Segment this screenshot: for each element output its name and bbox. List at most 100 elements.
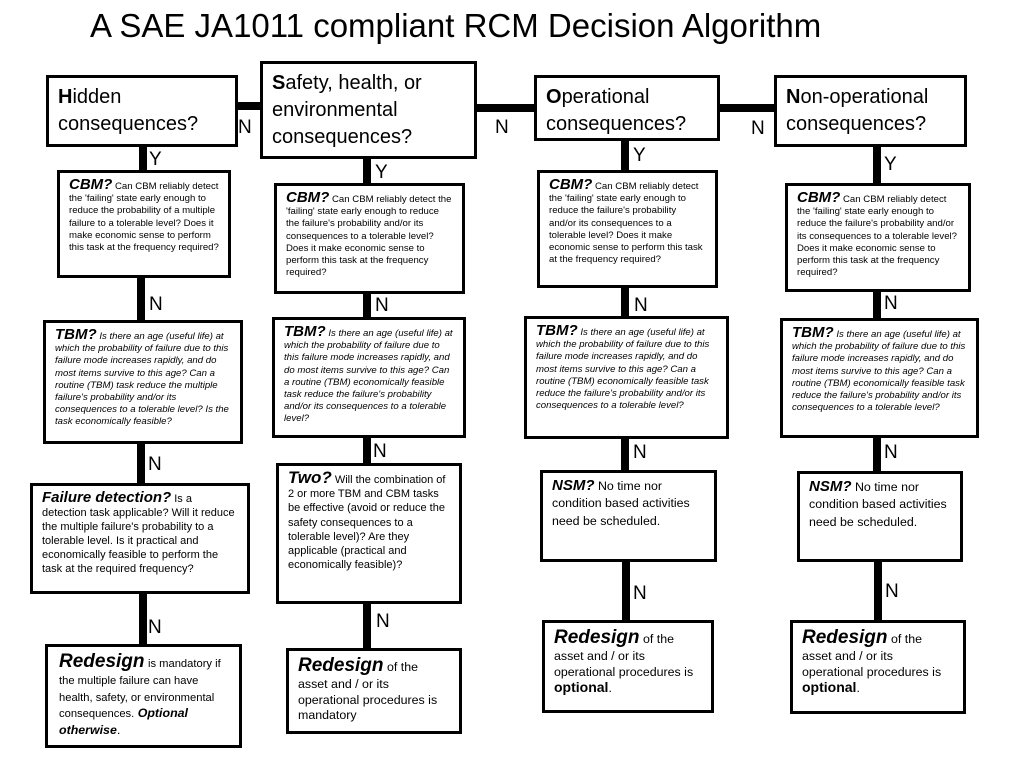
label-n-operational-tbm: N [633, 442, 647, 463]
label-y-safety: Y [375, 162, 388, 183]
operational-redesign-strong: optional [554, 679, 609, 696]
hidden-header-text: idden consequences? [58, 86, 199, 135]
hidden-redesign-emph: Optional otherwise [59, 706, 188, 737]
operational-cbm-box: CBM? Can CBM reliably detect the 'failin… [537, 170, 718, 288]
operational-tbm-lead: TBM? [536, 322, 578, 339]
connector-safety-two-redesign [363, 602, 371, 650]
label-n-hidden-safety: N [238, 117, 252, 138]
non-operational-nsm-lead: NSM? [809, 478, 852, 495]
safety-redesign-lead: Redesign [298, 655, 384, 676]
operational-nsm-text: No time nor condition based activities n… [552, 479, 690, 528]
non-operational-nsm-box: NSM? No time nor condition based activit… [797, 471, 963, 562]
non-operational-redesign-lead: Redesign [802, 627, 888, 648]
operational-nsm-box: NSM? No time nor condition based activit… [540, 470, 717, 562]
safety-cbm-box: CBM? Can CBM reliably detect the 'failin… [274, 183, 465, 294]
connector-safety-cbm [363, 158, 371, 185]
label-n-hidden-tbm: N [148, 454, 162, 475]
connector-operational-cbm-tbm [621, 286, 629, 318]
connector-hidden-cbm-tbm [137, 276, 145, 322]
label-n-nonoperational-nsm: N [885, 581, 899, 602]
label-n-safety-tbm: N [373, 441, 387, 462]
operational-redesign-end: . [608, 681, 612, 696]
operational-redesign-box: Redesign of the asset and / or its opera… [542, 620, 714, 713]
diagram-title: A SAE JA1011 compliant RCM Decision Algo… [90, 7, 822, 44]
hidden-cbm-lead: CBM? [69, 176, 113, 193]
hidden-initial: H [58, 86, 73, 108]
connector-operational-nonoperational [719, 104, 775, 112]
operational-consequences-box: Operational consequences? [534, 75, 720, 141]
hidden-consequences-box: Hidden consequences? [46, 75, 238, 147]
label-y-nonoperational: Y [884, 154, 897, 175]
hidden-cbm-text: Can CBM reliably detect the 'failing' st… [69, 181, 219, 254]
operational-redesign-text: of the asset and / or its operational pr… [554, 632, 694, 679]
non-operational-cbm-lead: CBM? [797, 189, 841, 206]
hidden-cbm-box: CBM? Can CBM reliably detect the 'failin… [57, 170, 231, 278]
label-n-nonoperational-cbm: N [884, 293, 898, 314]
connector-hidden-fd-redesign [139, 592, 147, 646]
two-tasks-text: Will the combination of 2 or more TBM an… [288, 474, 446, 572]
safety-initial: S [272, 72, 286, 94]
safety-redesign-box: Redesign of the asset and / or its opera… [286, 648, 462, 734]
safety-tbm-text: Is there an age (useful life) at which t… [284, 328, 453, 425]
connector-operational-tbm-nsm [621, 437, 629, 472]
label-y-operational: Y [633, 145, 646, 166]
hidden-redesign-text: is mandatory if the multiple failure can… [59, 658, 221, 721]
safety-cbm-text: Can CBM reliably detect the 'failing' st… [286, 194, 452, 279]
non-operational-tbm-lead: TBM? [792, 324, 834, 341]
connector-hidden-safety [237, 102, 262, 110]
connector-hidden-cbm [139, 146, 147, 172]
hidden-redesign-lead: Redesign [59, 651, 145, 672]
connector-hidden-tbm-fd [137, 442, 145, 485]
label-n-hidden-cbm: N [149, 294, 163, 315]
safety-header-text: afety, health, or environmental conseque… [272, 72, 422, 148]
non-operational-redesign-box: Redesign of the asset and / or its opera… [790, 620, 966, 714]
connector-operational-cbm [621, 139, 629, 172]
label-n-operational-cbm: N [634, 295, 648, 316]
operational-tbm-text: Is there an age (useful life) at which t… [536, 327, 710, 412]
label-n-safety-cbm: N [375, 295, 389, 316]
non-operational-tbm-text: Is there an age (useful life) at which t… [792, 329, 966, 414]
two-tasks-lead: Two? [288, 468, 332, 487]
connector-operational-nsm-redesign [622, 560, 630, 622]
non-operational-header-text: on-operational consequences? [786, 86, 929, 135]
two-tasks-box: Two? Will the combination of 2 or more T… [276, 463, 462, 604]
non-operational-cbm-box: CBM? Can CBM reliably detect the 'failin… [785, 183, 971, 292]
label-n-safety-two: N [376, 611, 390, 632]
operational-cbm-text: Can CBM reliably detect the 'failing' st… [549, 181, 703, 266]
label-n-safety-operational: N [495, 117, 509, 138]
connector-safety-tbm-two [363, 436, 371, 465]
safety-cbm-lead: CBM? [286, 189, 330, 206]
operational-nsm-lead: NSM? [552, 477, 595, 494]
operational-redesign-lead: Redesign [554, 627, 640, 648]
safety-redesign-text: of the asset and / or its operational pr… [298, 660, 438, 723]
failure-detection-box: Failure detection? Is a detection task a… [30, 483, 250, 594]
safety-tbm-lead: TBM? [284, 323, 326, 340]
connector-nonoperational-cbm-tbm [873, 290, 881, 320]
label-n-operational-nonoperational: N [751, 118, 765, 139]
connector-nonoperational-cbm [873, 146, 881, 184]
safety-tbm-box: TBM? Is there an age (useful life) at wh… [272, 317, 466, 438]
failure-detection-text: Is a detection task applicable? Will it … [42, 493, 235, 575]
non-operational-initial: N [786, 86, 801, 108]
non-operational-tbm-box: TBM? Is there an age (useful life) at wh… [780, 318, 979, 438]
operational-tbm-box: TBM? Is there an age (useful life) at wh… [524, 316, 729, 439]
hidden-tbm-box: TBM? Is there an age (useful life) at wh… [43, 320, 243, 444]
operational-cbm-lead: CBM? [549, 176, 593, 193]
operational-initial: O [546, 86, 562, 108]
operational-header-text: perational consequences? [546, 86, 687, 135]
hidden-tbm-lead: TBM? [55, 326, 97, 343]
non-operational-cbm-text: Can CBM reliably detect the 'failing' st… [797, 194, 957, 279]
hidden-redesign-end: . [116, 722, 121, 737]
connector-safety-operational [475, 104, 536, 112]
label-n-nonoperational-tbm: N [884, 442, 898, 463]
label-y-hidden: Y [149, 149, 162, 170]
non-operational-redesign-end: . [856, 681, 860, 696]
non-operational-nsm-text: No time nor condition based activities n… [809, 480, 947, 529]
non-operational-redesign-strong: optional [802, 679, 857, 696]
connector-nonoperational-tbm-nsm [873, 436, 881, 473]
connector-safety-cbm-tbm [363, 292, 371, 319]
hidden-redesign-box: Redesign is mandatory if the multiple fa… [45, 644, 242, 748]
non-operational-redesign-text: of the asset and / or its operational pr… [802, 632, 942, 679]
connector-nonoperational-nsm-redesign [874, 560, 882, 622]
safety-consequences-box: Safety, health, or environmental consequ… [260, 61, 477, 159]
